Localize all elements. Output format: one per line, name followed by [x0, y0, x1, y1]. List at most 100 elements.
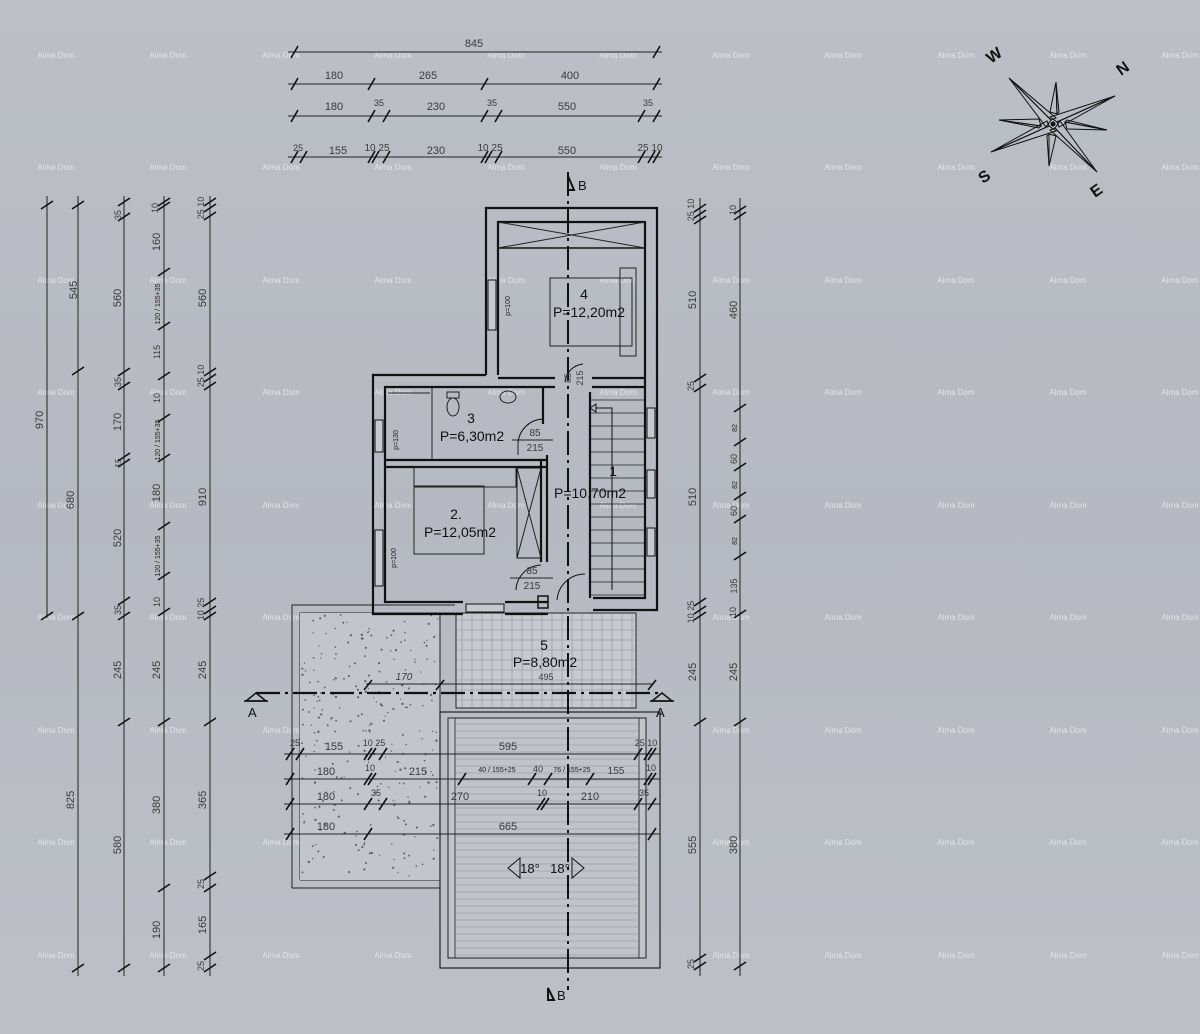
dim-top-r4-3: 230: [427, 145, 445, 157]
watermark-text: Alma Dom: [1161, 726, 1199, 735]
dim-right-c2-9: 245: [728, 663, 740, 681]
dim-left-c3-2: 35: [113, 377, 123, 387]
watermark-text: Alma Dom: [1049, 163, 1087, 172]
section-b-top-label: B: [578, 178, 587, 193]
watermark-text: Alma Dom: [487, 388, 525, 397]
dim-right-c1-4: 10 25: [686, 601, 696, 624]
dim-low-r2-2: 215: [409, 766, 427, 778]
dim-top-r3-1: 35: [374, 98, 384, 108]
watermark-text: Alma Dom: [262, 276, 300, 285]
watermark-text: Alma Dom: [1049, 951, 1087, 960]
terrace-tiles: [457, 614, 635, 707]
terrace-dimensions: 170 495: [363, 672, 657, 691]
dim-left-c4-5: 120 / 155+35: [155, 419, 162, 460]
dim-right-c1-1: 510: [687, 291, 699, 309]
door-room2-height: 215: [524, 581, 541, 592]
room-2-number: 2.: [450, 506, 462, 522]
door-window-labels: 85 215 85 215 85 215 p=100 p=130 p=100: [391, 296, 585, 592]
watermark-text: Alma Dom: [262, 51, 300, 60]
roof-slope-right: 18°: [550, 861, 570, 876]
dim-right-c1-0: 25 10: [686, 199, 696, 222]
right-dimension-chains: 25 10 510 25 510 10 25 245 555 25 10 460…: [686, 198, 747, 976]
room-3-area: P=6,30m2: [440, 428, 504, 444]
terrace-dim-left: 170: [396, 672, 413, 683]
dim-top-r4-2: 10 25: [364, 143, 389, 154]
watermark-text: Alma Dom: [712, 501, 750, 510]
dim-left-lower-0: 825: [65, 791, 77, 809]
dim-low-r3-3: 10: [537, 788, 547, 798]
dim-top-r4-6: 25 10: [637, 143, 662, 154]
watermark-text: Alma Dom: [37, 613, 75, 622]
room-1-area: P=10,70m2: [554, 485, 626, 501]
dim-left-c4-9: 245: [151, 661, 163, 679]
dim-top-r3-4: 550: [558, 101, 576, 113]
dim-left-c3-1: 560: [112, 289, 124, 307]
dim-left-c2-0: 545: [68, 281, 80, 299]
watermark-text: Alma Dom: [1161, 51, 1199, 60]
watermark-text: Alma Dom: [1161, 388, 1199, 397]
dim-right-c2-1: 460: [728, 301, 740, 319]
door-room2-width: 85: [526, 566, 538, 577]
watermark-text: Alma Dom: [1049, 501, 1087, 510]
dim-low-r3-1: 35: [371, 788, 381, 798]
dim-low-r3-0: 180: [317, 791, 335, 803]
room-labels: 1 P=10,70m2 2. P=12,05m2 3 P=6,30m2 4 P=…: [424, 286, 626, 670]
dim-low-r2-3: 40 / 155+25: [478, 767, 515, 774]
section-a-left-label: A: [248, 705, 257, 720]
watermark-text: Alma Dom: [824, 276, 862, 285]
watermark-text: Alma Dom: [1161, 276, 1199, 285]
top-dimension-chains: 845 180 265 400 180 35 230 35 550 35: [288, 38, 663, 164]
room-3-number: 3: [467, 410, 475, 426]
terrace-area: 18° 18°: [291, 604, 661, 969]
section-a-left-icon: [243, 692, 269, 702]
door-room3-height: 215: [527, 443, 544, 454]
dim-right-c1-7: 25: [686, 959, 696, 969]
watermark-text: Alma Dom: [149, 613, 187, 622]
watermark-text: Alma Dom: [374, 276, 412, 285]
watermark-text: Alma Dom: [149, 501, 187, 510]
watermark-text: Alma Dom: [937, 388, 975, 397]
roof-slope-left: 18°: [520, 861, 540, 876]
watermark-text: Alma Dom: [374, 163, 412, 172]
dim-left-c5-4: 10 25: [196, 598, 206, 621]
dim-right-c2-10: 380: [728, 836, 740, 854]
watermark-text: Alma Dom: [599, 51, 637, 60]
dim-top-r2-1: 265: [419, 70, 437, 82]
watermark-text: Alma Dom: [824, 951, 862, 960]
dim-left-c4-7: 120 / 155+35: [155, 535, 162, 576]
watermark-text: Alma Dom: [712, 613, 750, 622]
watermark-text: Alma Dom: [487, 276, 525, 285]
dim-right-c2-0: 10: [728, 205, 738, 215]
watermark-text: Alma Dom: [149, 51, 187, 60]
section-b-bottom-icon: [547, 987, 556, 1001]
dim-left-c3-4: 15: [114, 458, 123, 467]
watermark-text: Alma Dom: [487, 501, 525, 510]
watermark-text: Alma Dom: [262, 838, 300, 847]
dim-left-c5-3: 910: [197, 488, 209, 506]
watermark-text: Alma Dom: [937, 51, 975, 60]
watermark-text: Alma Dom: [1049, 838, 1087, 847]
watermark-text: Alma Dom: [262, 951, 300, 960]
room-4-number: 4: [580, 286, 588, 302]
watermark-text: Alma Dom: [599, 501, 637, 510]
dim-left-c2-1: 680: [65, 491, 77, 509]
dim-low-r1-3: 595: [499, 741, 517, 753]
dim-left-c4-6: 180: [151, 484, 163, 502]
watermark-text: Alma Dom: [262, 613, 300, 622]
room-1-number: 1: [609, 463, 617, 479]
room-2-area: P=12,05m2: [424, 524, 496, 540]
dim-left-c4-0: 10: [150, 203, 160, 213]
watermark-text: Alma Dom: [712, 51, 750, 60]
dim-left-c4-3: 115: [152, 345, 162, 359]
watermark-text: Alma Dom: [712, 951, 750, 960]
dim-right-c2-8: 10: [728, 607, 738, 617]
watermark-text: Alma Dom: [1049, 51, 1087, 60]
dim-low-r1-4: 25 10: [635, 738, 658, 748]
slope-right-arrow-icon: [571, 856, 585, 880]
staircase: [591, 399, 644, 596]
window-room2-sill: p=100: [391, 548, 398, 568]
dim-top-r4-1: 155: [329, 145, 347, 157]
dim-low-r2-0: 180: [317, 766, 335, 778]
